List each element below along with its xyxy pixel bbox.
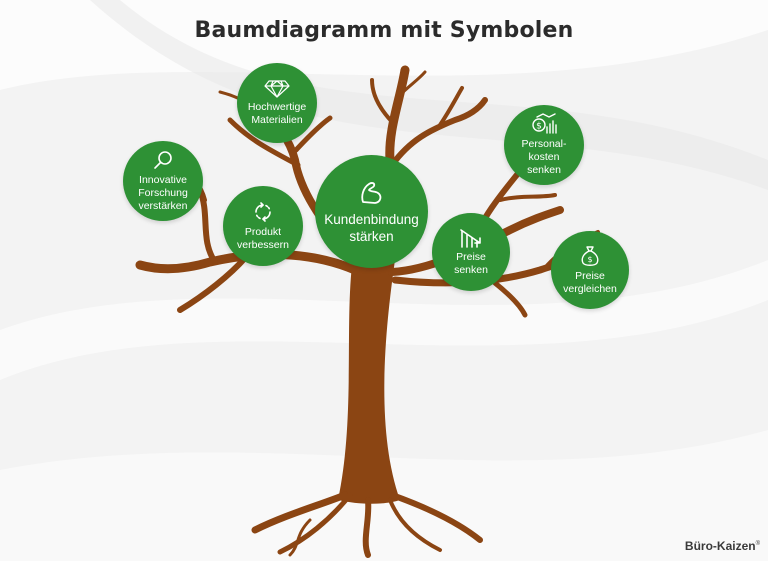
brand-name: Büro-Kaizen [684,539,756,553]
node-produkt: Produkt verbessern [223,186,303,266]
node-label: Produkt verbessern [237,225,289,251]
node-personalkosten: $ Personal- kosten senken [504,105,584,185]
node-label: Kundenbindung stärken [324,212,419,244]
money-bag-icon: $ [581,245,599,266]
node-label: Hochwertige Materialien [247,100,307,126]
falling-bars-icon [460,228,481,248]
money-chart-icon: $ [532,113,557,134]
node-preise-senken: Preise senken [432,213,510,291]
node-label: Preise senken [454,250,488,276]
node-materialien: Hochwertige Materialien [237,63,317,143]
node-label: Preise vergleichen [563,269,617,295]
brand-mark: ® [755,541,760,547]
node-preise-vergleichen: $ Preise vergleichen [551,231,629,309]
node-forschung: Innovative Forschung verstärken [123,141,203,221]
cycle-icon [255,201,271,222]
node-kundenbindung: Kundenbindung stärken [315,155,428,268]
svg-text:$: $ [587,255,592,264]
brand-logo: Büro-Kaizen® [685,539,760,553]
node-label: Personal- kosten senken [521,138,567,176]
magnifier-icon [154,151,172,169]
flexed-arm-icon [360,182,381,204]
svg-text:$: $ [536,122,542,132]
node-label: Innovative Forschung verstärken [138,174,188,212]
page-title: Baumdiagramm mit Symbolen [194,18,574,43]
diamond-icon [264,79,290,98]
